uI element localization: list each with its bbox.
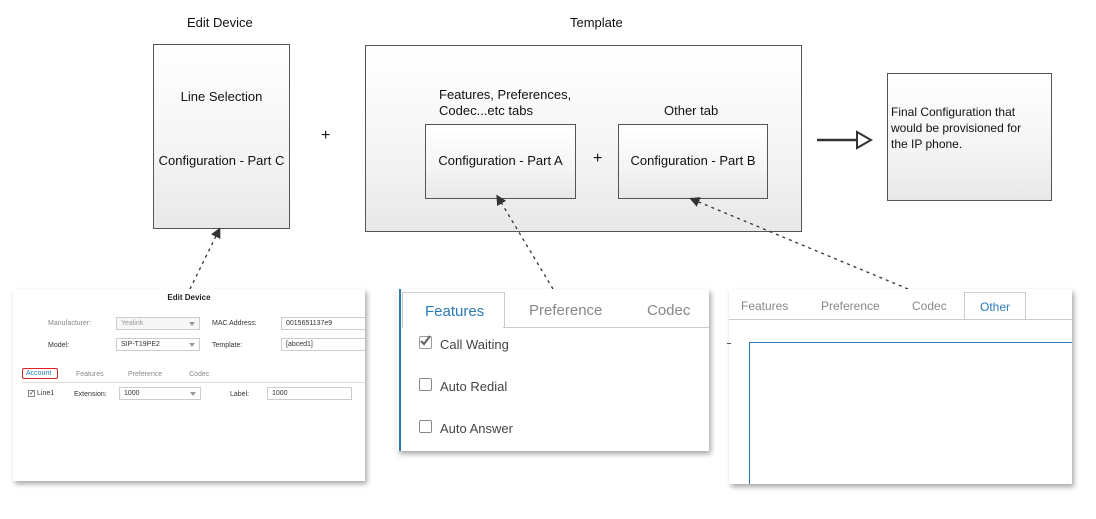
tab-features-label: Features xyxy=(425,303,485,320)
label-input[interactable]: 1000 xyxy=(267,387,352,400)
extension-select[interactable]: 1000 xyxy=(119,387,201,400)
left-accent-bar xyxy=(399,289,401,451)
call-waiting-label: Call Waiting xyxy=(440,337,509,352)
template-box: Features, Preferences, Codec...etc tabs … xyxy=(365,45,802,232)
connector-part-a xyxy=(496,194,554,290)
edit-device-dialog-title: Edit Device xyxy=(167,293,211,302)
features-screenshot: Features Preference Codec Call Waiting A… xyxy=(397,289,709,451)
features-caption-line2: Codec...etc tabs xyxy=(439,103,533,118)
tab-features[interactable]: Features xyxy=(741,299,789,313)
features-caption-line1: Features, Preferences, xyxy=(439,87,572,102)
label-value: 1000 xyxy=(272,390,288,397)
label-field-label: Label: xyxy=(230,391,250,398)
tab-account-highlight xyxy=(22,368,58,379)
part-b-box: Configuration - Part B xyxy=(618,124,768,199)
line1-checkbox[interactable]: ✓ xyxy=(28,390,35,397)
tab-other-label: Other xyxy=(980,300,1011,314)
part-c-label: Configuration - Part C xyxy=(158,153,285,168)
auto-redial-label: Auto Redial xyxy=(440,379,508,394)
tab-divider xyxy=(22,382,365,383)
mac-address-input[interactable]: 0015651137e9 xyxy=(281,317,365,330)
tab-other-active[interactable]: Other xyxy=(964,292,1026,320)
chevron-down-icon xyxy=(189,322,195,326)
manufacturer-select[interactable]: Yealink xyxy=(116,317,200,330)
tab-account[interactable]: Account xyxy=(26,370,52,377)
tab-codec[interactable]: Codec xyxy=(912,299,947,313)
mac-address-label: MAC Address: xyxy=(212,320,257,327)
tab-codec[interactable]: Codec xyxy=(647,302,691,319)
mac-address-value: 0015651137e9 xyxy=(286,320,333,327)
extension-value: 1000 xyxy=(124,390,140,397)
auto-answer-checkbox[interactable] xyxy=(419,420,432,433)
chevron-down-icon xyxy=(190,392,196,396)
tab-features-active[interactable]: Features xyxy=(402,292,505,328)
template-label: Template: xyxy=(212,342,243,349)
inner-plus-sign: + xyxy=(593,150,603,167)
edit-device-box: Line Selection Configuration - Part C xyxy=(153,44,290,229)
manufacturer-label: Manufacturer: xyxy=(48,320,92,327)
tab-divider xyxy=(729,319,1072,320)
tick-mark xyxy=(727,343,731,344)
part-b-label: Configuration - Part B xyxy=(630,153,756,168)
manufacturer-value: Yealink xyxy=(121,320,144,327)
connector-part-c xyxy=(189,227,221,290)
template-value: [abced1] xyxy=(286,341,313,348)
result-arrow xyxy=(817,130,874,150)
part-a-label: Configuration - Part A xyxy=(438,153,563,168)
extension-label: Extension: xyxy=(74,391,107,398)
edit-device-title: Edit Device xyxy=(187,15,253,30)
other-content-panel xyxy=(749,342,1072,484)
auto-answer-label: Auto Answer xyxy=(440,421,513,436)
model-value: SIP-T19PE2 xyxy=(121,341,160,348)
final-line3: the IP phone. xyxy=(891,137,963,151)
tab-divider xyxy=(503,327,709,328)
checkmark-icon xyxy=(420,335,431,346)
tab-preference[interactable]: Preference xyxy=(128,371,163,378)
line-selection-label: Line Selection xyxy=(180,89,263,104)
template-input[interactable]: [abced1] xyxy=(281,338,365,351)
chevron-down-icon xyxy=(189,343,195,347)
template-title: Template xyxy=(570,15,623,30)
tab-preference[interactable]: Preference xyxy=(529,302,603,319)
plus-sign: + xyxy=(321,127,331,144)
other-tab-caption: Other tab xyxy=(664,103,719,118)
connector-part-b xyxy=(689,197,909,290)
line1-label: Line1 xyxy=(37,390,55,397)
tab-features[interactable]: Features xyxy=(76,371,104,378)
auto-redial-checkbox[interactable] xyxy=(419,378,432,391)
model-select[interactable]: SIP-T19PE2 xyxy=(116,338,200,351)
final-line2: would be provisioned for xyxy=(891,121,1022,135)
final-line1: Final Configuration that xyxy=(891,105,1016,119)
call-waiting-checkbox[interactable] xyxy=(419,335,432,349)
tab-preference[interactable]: Preference xyxy=(821,299,880,313)
edit-device-screenshot: Edit Device Manufacturer: Yealink MAC Ad… xyxy=(13,289,365,481)
other-tab-screenshot: Features Preference Codec Other xyxy=(727,289,1072,484)
final-configuration-box: Final Configuration that would be provis… xyxy=(887,73,1052,201)
model-label: Model: xyxy=(48,342,70,349)
tab-codec[interactable]: Codec xyxy=(189,371,210,378)
